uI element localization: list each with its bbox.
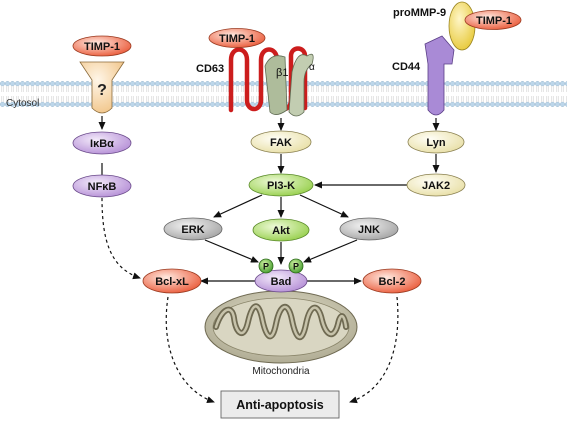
pi3k-label: PI3-K [267,180,295,192]
cd44-receptor [424,35,455,116]
fak-node: FAK [250,130,312,154]
timp1-center-label: TIMP-1 [219,33,255,45]
phospho-right-label: P [293,262,299,272]
lyn-node: Lyn [407,130,465,154]
cd63-receptor [228,46,308,113]
pi3k-node: PI3-K [248,173,314,197]
ikba-node: IκBα [72,131,132,155]
dashed-nfkb-to-bclxl [101,197,141,280]
anti-apoptosis-label: Anti-apoptosis [236,398,324,412]
arrow-pi3k-to-erk [213,194,263,218]
timp1-center-node: TIMP-1 [208,28,266,48]
cd63-label: CD63 [196,63,224,75]
arrows [96,116,440,404]
phospho-left-node: P [258,258,274,274]
mitochondria-label: Mitochondria [252,366,310,377]
cd44-label: CD44 [392,61,421,73]
erk-node: ERK [163,217,223,241]
bclxl-label: Bcl-xL [155,276,189,288]
bad-node: Bad [254,269,308,293]
unknown-receptor-question: ? [97,82,107,99]
bad-label: Bad [271,276,292,288]
arrow-pi3k-to-jnk [299,194,349,218]
bcl2-node: Bcl-2 [362,268,422,294]
timp1-left-label: TIMP-1 [84,41,120,53]
timp1-left-node: TIMP-1 [72,35,132,57]
jak2-label: JAK2 [422,180,450,192]
dashed-bcl2-to-antiapoptosis [349,296,399,404]
akt-label: Akt [272,225,290,237]
bclxl-node: Bcl-xL [142,268,202,294]
phospho-right-node: P [288,258,304,274]
erk-label: ERK [181,224,204,236]
akt-node: Akt [252,218,310,242]
lyn-label: Lyn [426,137,445,149]
beta1-label: β1 [276,67,288,79]
dashed-bclxl-to-antiapoptosis [165,296,215,403]
bcl2-label: Bcl-2 [379,276,406,288]
fak-label: FAK [270,137,292,149]
prommp9-label: proMMP-9 [393,7,446,19]
phospho-left-label: P [263,262,269,272]
arrow-erk-to-bad [204,239,259,263]
anti-apoptosis-box: Anti-apoptosis [220,390,340,419]
jak2-node: JAK2 [406,173,466,197]
nfkb-label: NFκB [88,181,117,193]
cytosol-label: Cytosol [6,98,39,109]
timp1-right-node: TIMP-1 [464,10,522,30]
nfkb-node: NFκB [72,174,132,198]
unknown-receptor [79,61,125,114]
timp1-right-label: TIMP-1 [476,15,512,27]
alpha-label: α [309,62,315,73]
jnk-node: JNK [339,217,399,241]
arrow-jnk-to-bad [303,239,358,263]
ikba-label: IκBα [90,138,114,150]
mitochondrion [204,290,358,364]
integrin-receptor [264,53,314,117]
jnk-label: JNK [358,224,380,236]
